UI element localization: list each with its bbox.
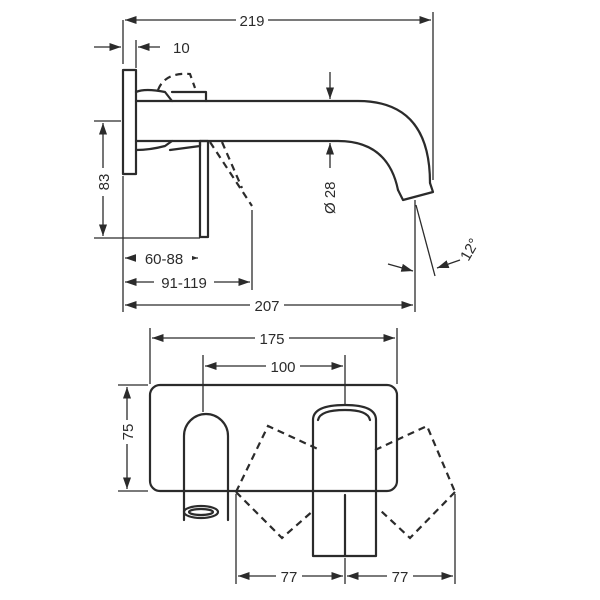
handle-swing-right: [374, 424, 457, 540]
cover-plate: [148, 383, 399, 493]
spout-nozzle: [396, 181, 435, 202]
dim-projection-min: 60-88: [145, 251, 183, 268]
dim-center-distance: 100: [270, 359, 295, 376]
handle-connection: [134, 88, 208, 152]
spout-body: [134, 99, 432, 192]
dim-plate-height: 75: [120, 424, 137, 441]
side-view: 219 10 83 Ø 28 12° 60-88 91-119: [94, 10, 483, 315]
dim-diameter: Ø 28: [322, 181, 339, 214]
dim-angle: 12°: [457, 236, 483, 264]
dim-overall-length: 219: [239, 13, 264, 30]
dim-swing-left: 77: [281, 569, 298, 586]
mixer-handle: [311, 403, 378, 558]
dim-height: 83: [96, 174, 113, 191]
lever-alternate-position: [156, 72, 253, 207]
spout-outlet: [182, 412, 230, 522]
dim-spout-reach: 207: [254, 298, 279, 315]
aerator: [182, 504, 220, 520]
front-view: 175 100 75 77 77: [118, 328, 457, 586]
dim-projection-range: 91-119: [161, 275, 207, 292]
handle-swing-left: [235, 424, 321, 540]
lever: [198, 139, 210, 239]
wall-plate: [121, 68, 138, 176]
dim-plate-width: 175: [259, 331, 284, 348]
dim-swing-right: 77: [392, 569, 409, 586]
dim-plate-thickness: 10: [173, 40, 190, 57]
